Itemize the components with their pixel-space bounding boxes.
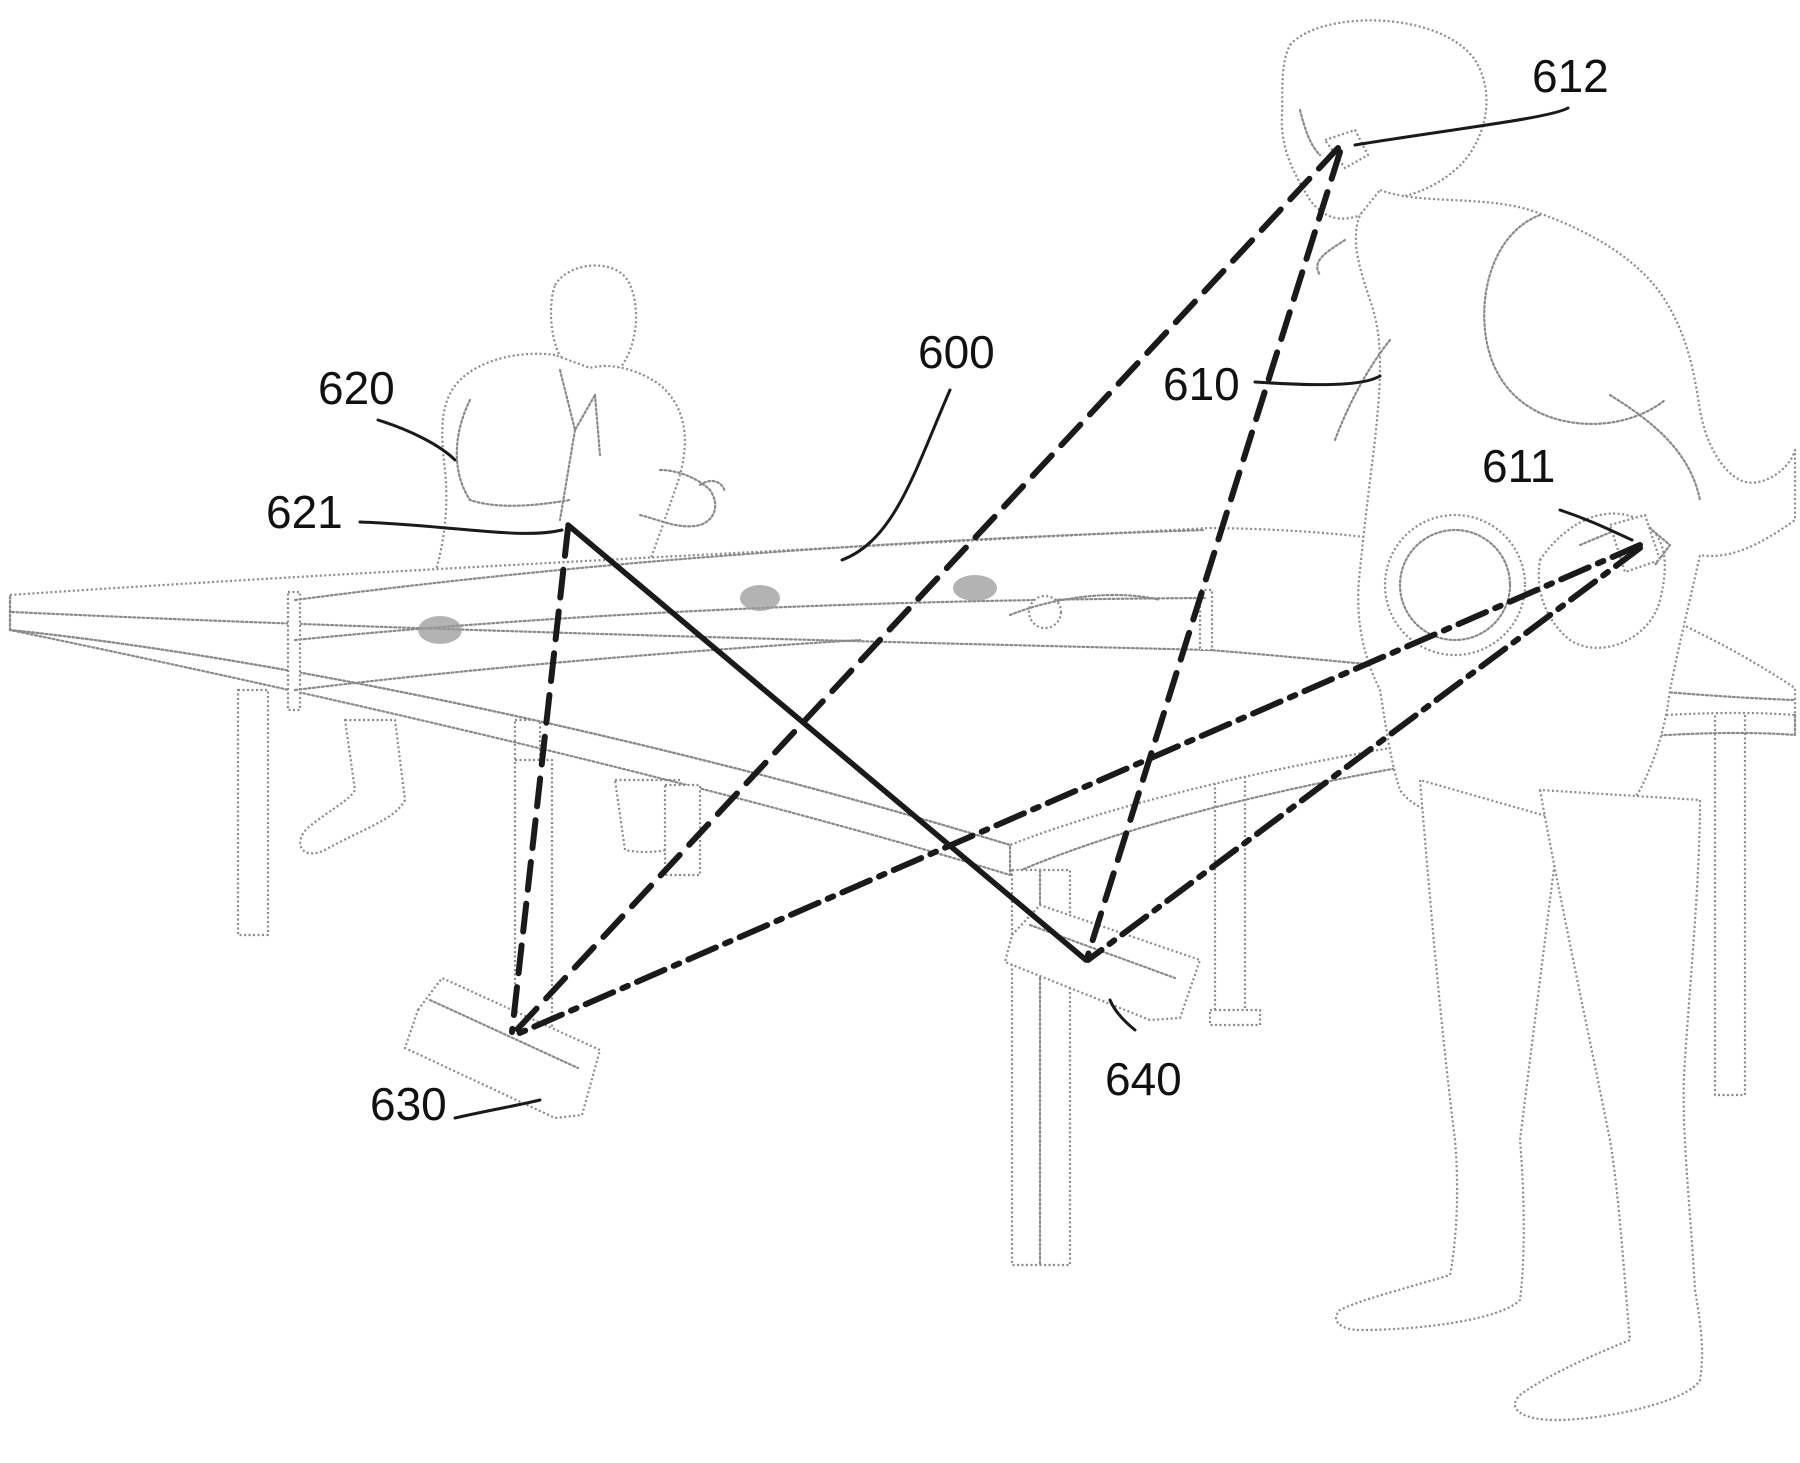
label-640: 640 [1105, 1053, 1182, 1105]
label-612: 612 [1532, 50, 1609, 102]
leader-611 [1558, 508, 1634, 542]
label-620: 620 [318, 362, 395, 414]
signal-rays [509, 145, 1643, 1038]
leader-600 [840, 388, 952, 562]
device-630 [403, 976, 602, 1120]
leader-610 [1253, 374, 1382, 387]
leader-630 [453, 1098, 542, 1120]
leader-621 [358, 520, 564, 535]
reference-labels: 612 600 610 620 611 621 640 630 [266, 50, 1609, 1130]
label-610: 610 [1163, 358, 1240, 410]
front-player-figure [1280, 19, 1797, 1422]
leader-lines [358, 106, 1634, 1120]
ping-pong-table [8, 526, 1797, 877]
label-621: 621 [266, 486, 343, 538]
label-611: 611 [1482, 440, 1555, 492]
label-600: 600 [918, 326, 995, 378]
label-630: 630 [370, 1078, 447, 1130]
leader-640 [1108, 998, 1137, 1032]
leader-612 [1353, 106, 1570, 147]
leader-620 [376, 418, 457, 462]
